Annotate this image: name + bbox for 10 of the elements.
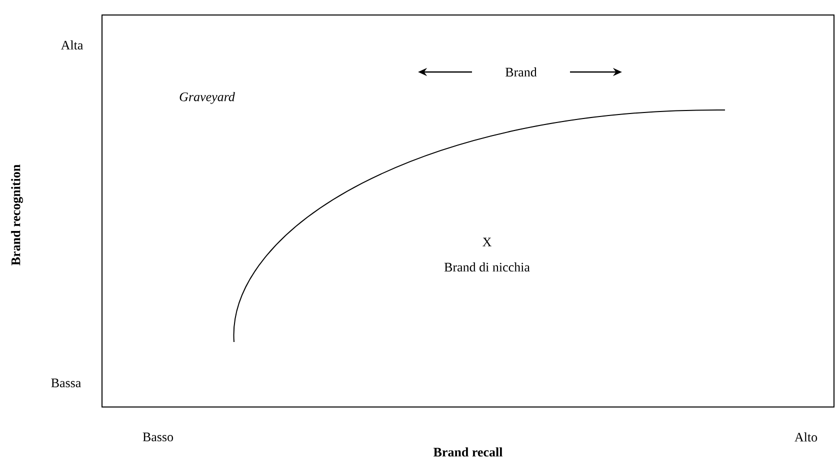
- tick-label: Alto: [794, 432, 818, 442]
- tick-label: Bassa: [51, 378, 81, 388]
- region-label: Brand: [506, 67, 537, 77]
- tick-label: Alta: [60, 40, 84, 50]
- region-label: Graveyard: [180, 92, 235, 104]
- point-marker: X: [482, 238, 492, 246]
- tick-label: Basso: [142, 432, 174, 442]
- axis-label: Brand recognition: [11, 164, 23, 266]
- axis-label: Brand recall: [434, 447, 502, 457]
- region-label: Brand di nicchia: [444, 262, 530, 272]
